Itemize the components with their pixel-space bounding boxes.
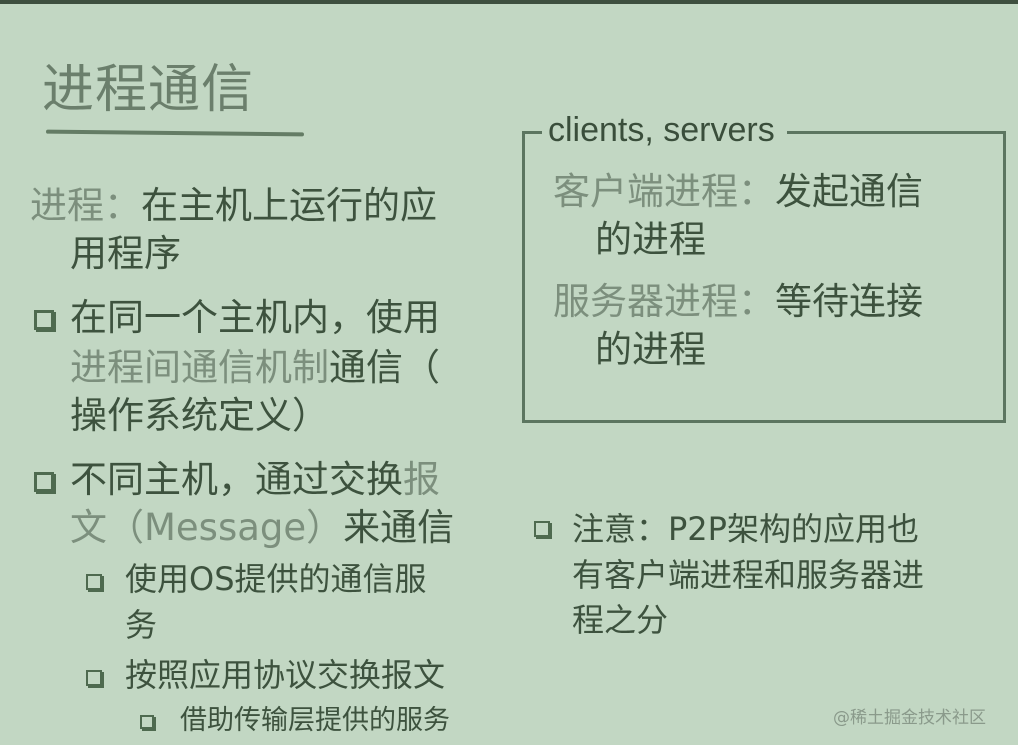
server-continuation: 的进程	[595, 328, 706, 371]
bullet1-line1: 在同一个主机内，使用	[70, 296, 440, 339]
definition-continuation: 用程序	[70, 232, 181, 275]
definition-label: 进程：	[30, 184, 141, 227]
bullet2-line1-text: 不同主机，通过交换	[70, 458, 403, 501]
sub1-line2: 务	[125, 606, 158, 644]
sub-bullet-box-icon	[86, 574, 102, 590]
client-process-line: 客户端进程：发起通信	[553, 166, 923, 218]
sub1-line1: 使用OS提供的通信服	[125, 560, 427, 598]
server-text: 等待连接	[775, 280, 923, 323]
note-line3: 程之分	[572, 601, 669, 639]
sub2: 按照应用协议交换报文	[125, 656, 446, 694]
bullet1-line2-rest: 通信（	[329, 346, 440, 389]
process-definition: 进程：在主机上运行的应	[30, 180, 437, 232]
bullet2-line1-muted: 报	[403, 458, 440, 501]
bullet-box-icon	[34, 472, 54, 492]
note-line2: 有客户端进程和服务器进	[572, 556, 925, 594]
ipc-term: 进程间通信机制	[70, 346, 329, 389]
note-line1: 注意：P2P架构的应用也	[572, 510, 919, 548]
note-bullet-box-icon	[534, 521, 550, 537]
bullet2-line2-rest: 来通信	[343, 506, 455, 549]
bullet2-line2: 文（Message）来通信	[70, 502, 454, 554]
watermark: @稀土掘金技术社区	[833, 708, 986, 728]
definition-text: 在主机上运行的应	[141, 184, 437, 227]
client-label: 客户端进程：	[553, 170, 775, 213]
box-legend: clients, servers	[542, 108, 787, 152]
bullet1-line3: 操作系统定义）	[70, 394, 329, 437]
subsub-bullet-box-icon	[140, 715, 154, 729]
bullet2-line1: 不同主机，通过交换报	[70, 454, 440, 506]
top-bar	[0, 0, 1018, 4]
message-term: 文（Message）	[70, 506, 344, 549]
client-continuation: 的进程	[595, 218, 706, 261]
sub-bullet-box-icon	[86, 670, 102, 686]
server-label: 服务器进程：	[553, 280, 775, 323]
client-text: 发起通信	[775, 170, 923, 213]
bullet1-line2: 进程间通信机制通信（	[70, 342, 440, 394]
slide-title: 进程通信	[42, 60, 255, 120]
title-underline	[45, 129, 305, 137]
server-process-line: 服务器进程：等待连接	[553, 276, 923, 328]
subsub1: 借助传输层提供的服务	[180, 705, 450, 736]
bullet-box-icon	[34, 310, 54, 330]
